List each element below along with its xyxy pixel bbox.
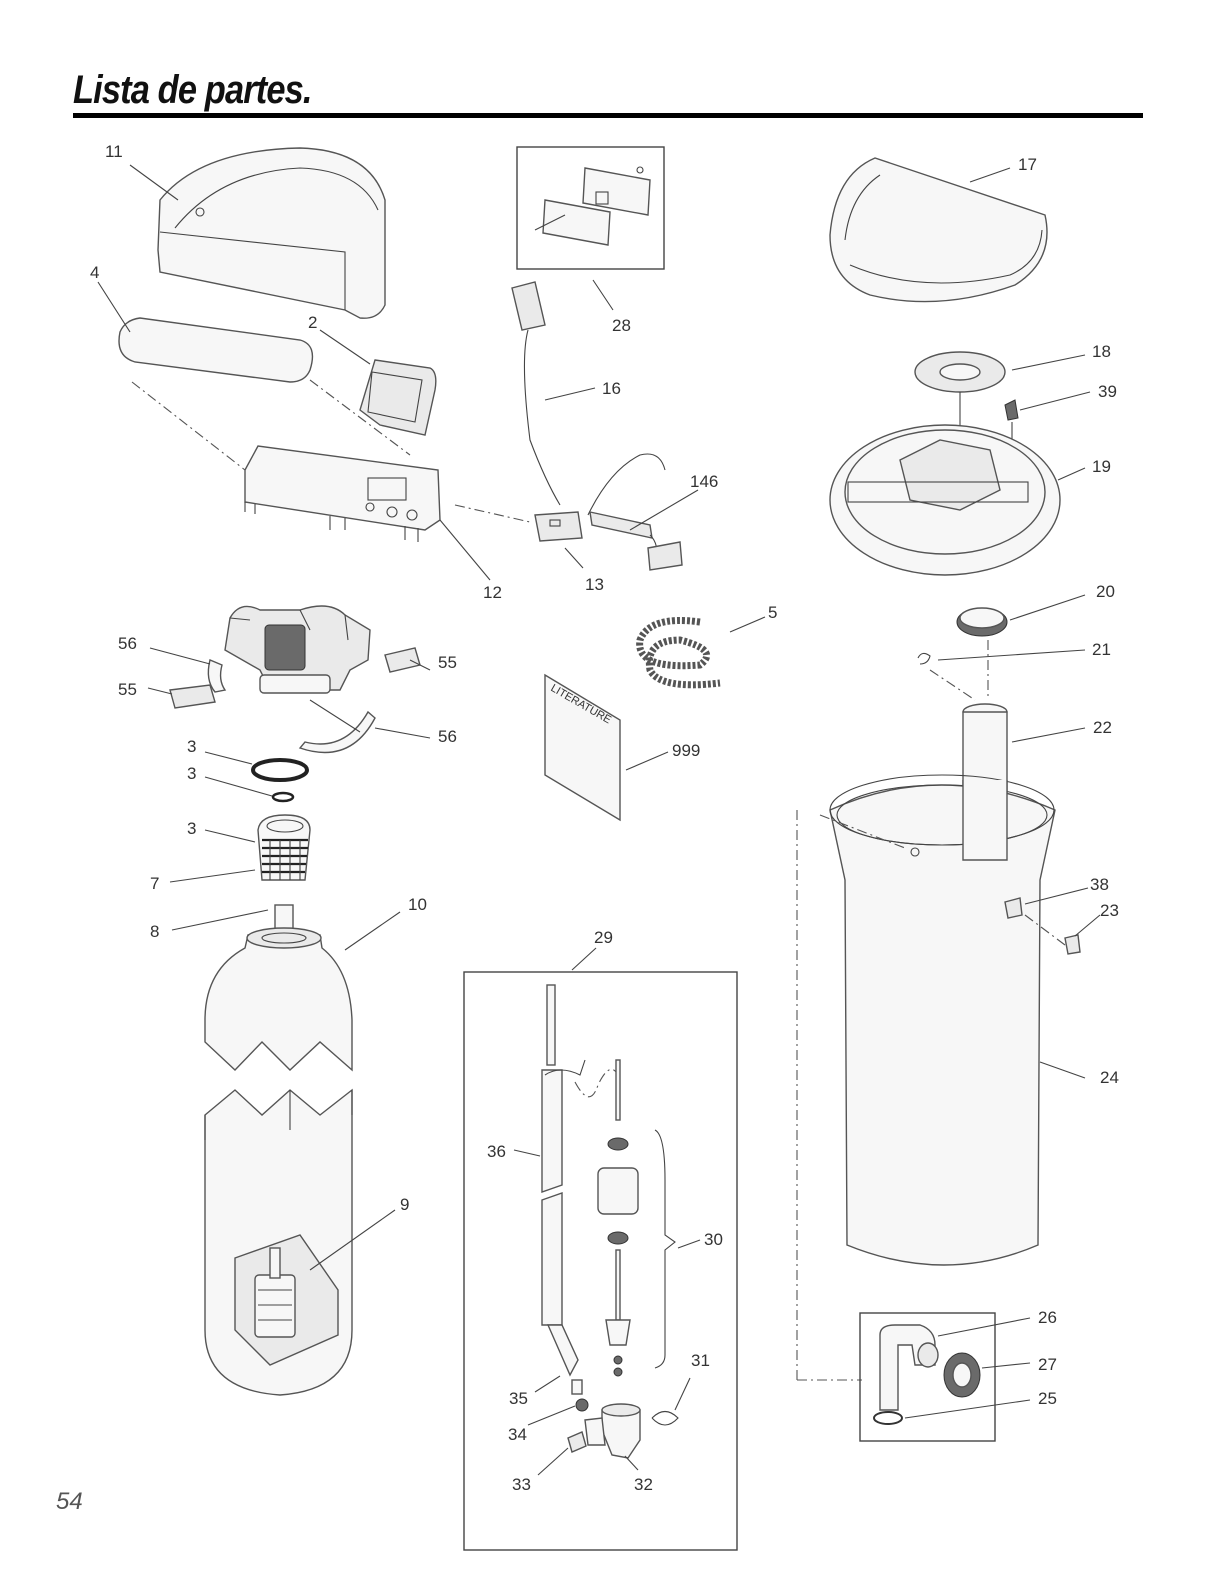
part-38-fitting [1005,898,1022,918]
callout-13: 13 [585,575,604,594]
callout-10: 10 [408,895,427,914]
part-39-clip [1005,400,1018,420]
callout-146: 146 [690,472,718,491]
callout-19: 19 [1092,457,1111,476]
callout-5: 5 [768,603,777,622]
callout-38: 38 [1090,875,1109,894]
callout-56b: 56 [438,727,457,746]
part-16-transformer [512,282,560,505]
callout-24: 24 [1100,1068,1119,1087]
callout-55b: 55 [438,653,457,672]
callout-27: 27 [1038,1355,1057,1374]
part-12-faceplate [245,446,440,542]
part-55-bracket-right [385,648,420,672]
callout-30: 30 [704,1230,723,1249]
callout-18: 18 [1092,342,1111,361]
part-19-top-ring [830,425,1060,575]
part-32-elbow [585,1404,640,1458]
callout-3b: 3 [187,764,196,783]
callout-4: 4 [90,263,99,282]
part-13-board [535,512,582,541]
part-25-clamp [874,1412,902,1424]
part-2-module [360,360,436,435]
part-30-float-assembly [598,1060,675,1376]
callout-9: 9 [400,1195,409,1214]
callout-999: 999 [672,741,700,760]
part-21-clamp [918,653,930,664]
callout-35: 35 [509,1389,528,1408]
callout-3a: 3 [187,737,196,756]
part-33-clip [568,1432,586,1452]
page-number: 54 [56,1488,83,1516]
callout-36: 36 [487,1142,506,1161]
callout-34: 34 [508,1425,527,1444]
callout-28: 28 [612,316,631,335]
valve-motor-assembly [225,606,370,693]
callout-33: 33 [512,1475,531,1494]
callout-17: 17 [1018,155,1037,174]
callout-2: 2 [308,313,317,332]
callout-56a: 56 [118,634,137,653]
callout-39: 39 [1098,382,1117,401]
part-23-plug [1065,935,1080,954]
part-4-window [119,318,312,382]
callout-21: 21 [1092,640,1111,659]
callout-8: 8 [150,922,159,941]
callout-25: 25 [1038,1389,1057,1408]
part-31-clip [652,1412,678,1426]
callout-31: 31 [691,1351,710,1370]
part-29-kit-box [464,972,737,1550]
callout-32: 32 [634,1475,653,1494]
callout-55a: 55 [118,680,137,699]
callout-22: 22 [1093,718,1112,737]
part-999-literature: LITERATURE [545,675,620,820]
part-20-cap [957,608,1007,636]
part-3-oring-large [253,760,307,780]
callout-23: 23 [1100,901,1119,920]
callout-20: 20 [1096,582,1115,601]
part-17-salt-lid [830,158,1047,302]
part-55-bracket-left [170,685,215,708]
part-26-elbow [880,1325,938,1410]
callout-26: 26 [1038,1308,1057,1327]
callout-7: 7 [150,874,159,893]
part-27-nut [944,1353,980,1397]
part-34-nut [576,1399,588,1411]
callout-29: 29 [594,928,613,947]
part-18-gasket [915,352,1005,392]
part-3-oring-small [273,793,293,801]
callout-11: 11 [105,142,123,161]
part-24-salt-tank [830,775,1055,1265]
part-5-tubing [640,620,720,684]
part-28-brackets [535,167,650,245]
part-35-fitting [572,1380,582,1394]
part-146-harness [588,454,682,570]
part-7-distributor [258,815,310,880]
part-11-cover [158,148,385,318]
callout-12: 12 [483,583,502,602]
callout-3c: 3 [187,819,196,838]
callout-16: 16 [602,379,621,398]
